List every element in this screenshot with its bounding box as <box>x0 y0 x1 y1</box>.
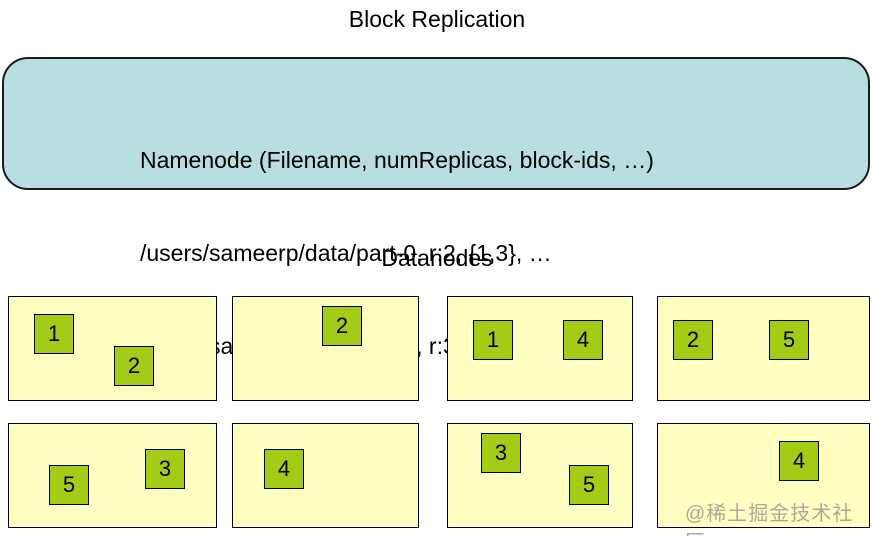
datanode-box-8: 4 <box>657 423 870 528</box>
block: 2 <box>322 306 362 346</box>
block: 3 <box>145 449 185 489</box>
block: 4 <box>264 449 304 489</box>
block: 5 <box>569 465 609 505</box>
namenode-header-line: Namenode (Filename, numReplicas, block-i… <box>140 147 654 173</box>
diagram-title: Block Replication <box>348 6 526 32</box>
datanode-box-3: 1 4 <box>447 296 633 401</box>
block: 5 <box>49 465 89 505</box>
datanode-box-6: 4 <box>232 423 419 528</box>
namenode-box: Namenode (Filename, numReplicas, block-i… <box>2 57 870 359</box>
block: 4 <box>779 441 819 481</box>
datanodes-label: Datanodes <box>381 245 493 271</box>
watermark: @稀土掘金技术社区 <box>685 503 854 536</box>
block: 2 <box>673 320 713 360</box>
block: 3 <box>481 433 521 473</box>
block: 4 <box>563 320 603 360</box>
datanode-box-4: 2 5 <box>657 296 870 401</box>
block: 1 <box>34 314 74 354</box>
block: 1 <box>473 320 513 360</box>
namenode-file-entry-part0: /users/sameerp/data/part-0, r:2, {1,3}, … <box>140 240 552 266</box>
datanode-box-2: 2 <box>232 296 419 401</box>
block: 2 <box>114 346 154 386</box>
datanode-box-5: 5 3 <box>8 423 217 528</box>
datanode-box-7: 3 5 <box>447 423 633 528</box>
datanode-box-1: 1 2 <box>8 296 217 401</box>
block: 5 <box>769 320 809 360</box>
